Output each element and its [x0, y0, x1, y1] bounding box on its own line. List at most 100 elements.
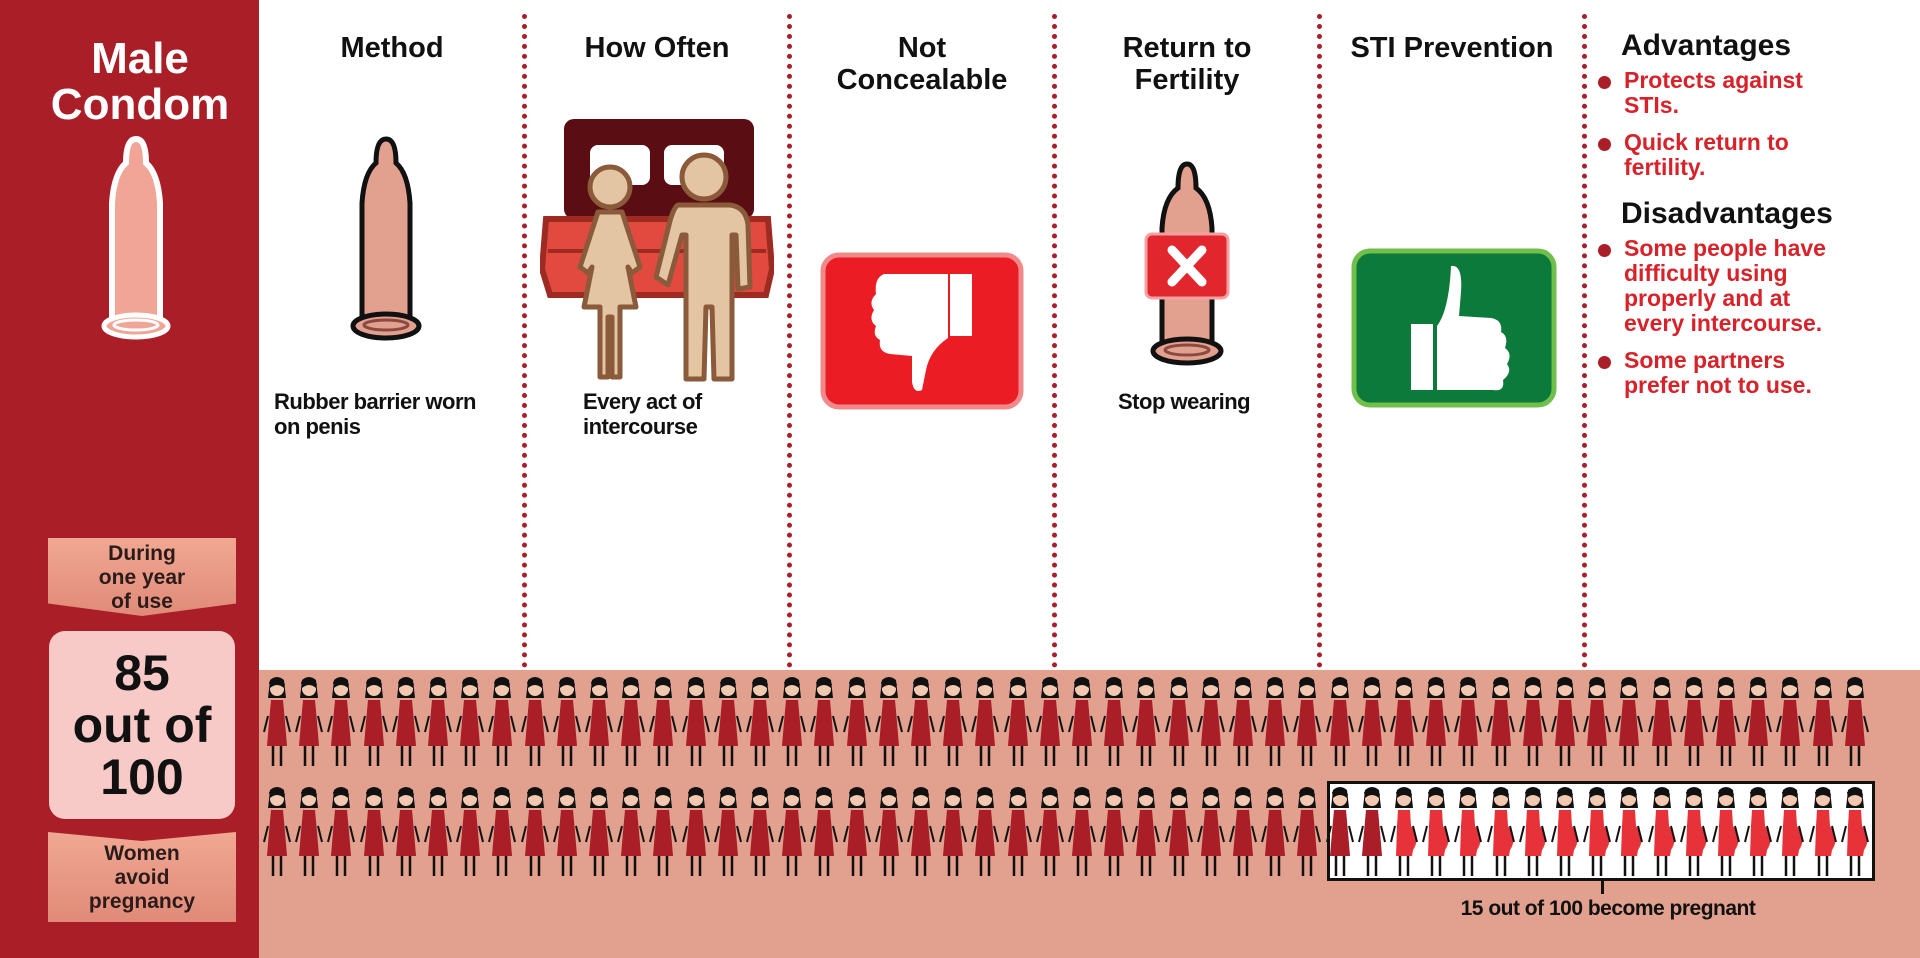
woman-icon [1100, 787, 1129, 876]
pregnant-woman-icon [1518, 787, 1547, 876]
list-item: Quick return to fertility. [1596, 130, 1916, 180]
pregnant-woman-icon [1486, 787, 1515, 876]
caption-line: intercourse [583, 414, 698, 439]
ribbon-line: avoid [114, 866, 170, 889]
woman-icon [263, 677, 291, 766]
pregnant-woman-icon [1808, 787, 1837, 876]
woman-icon [1293, 787, 1322, 876]
caption-line: Every act of [583, 389, 702, 414]
woman-icon [552, 677, 581, 766]
column-divider [1582, 14, 1587, 668]
woman-icon [552, 787, 581, 876]
sti-heading: STI Prevention [1350, 32, 1554, 64]
woman-icon [1196, 787, 1225, 876]
pregnant-woman-icon [1776, 787, 1805, 876]
woman-icon [1679, 677, 1708, 766]
pregnant-woman-icon [1390, 787, 1418, 876]
heading-line: Concealable [836, 64, 1008, 96]
woman-icon [424, 787, 452, 876]
woman-icon [1068, 677, 1096, 766]
woman-icon [1840, 677, 1869, 766]
condom-icon [101, 135, 171, 340]
method-heading: Method [340, 32, 444, 64]
woman-icon [359, 677, 388, 766]
pregnant-woman-icon [1744, 787, 1773, 876]
woman-icon [1035, 677, 1064, 766]
woman-icon [424, 677, 452, 766]
couple-bed-icon [540, 119, 774, 382]
list-item: Some people have difficulty using proper… [1596, 236, 1916, 336]
woman-icon [1615, 677, 1644, 766]
woman-icon [391, 787, 420, 876]
woman-icon [1551, 677, 1579, 766]
woman-icon [1164, 677, 1193, 766]
ribbon-line: of use [111, 590, 173, 613]
woman-icon [1261, 677, 1290, 766]
woman-icon [1003, 787, 1032, 876]
list-item: Protects against STIs. [1596, 68, 1916, 118]
ribbon-line: one year [98, 566, 186, 589]
stat-number: 85 [114, 645, 170, 701]
woman-icon [1357, 677, 1386, 766]
pregnant-woman-icon [1647, 787, 1676, 876]
method-title: Male Condom [0, 36, 280, 128]
woman-icon [617, 677, 646, 766]
woman-icon [1647, 677, 1676, 766]
woman-icon [456, 787, 485, 876]
woman-icon [1003, 677, 1032, 766]
woman-icon [585, 787, 613, 876]
woman-icon [391, 677, 420, 766]
woman-icon [1454, 677, 1483, 766]
woman-icon [842, 787, 871, 876]
woman-icon [1390, 677, 1418, 766]
woman-icon [649, 677, 678, 766]
woman-icon [1261, 787, 1290, 876]
woman-icon [1293, 677, 1322, 766]
woman-icon [295, 677, 324, 766]
condom-icon [350, 136, 422, 341]
woman-icon [263, 787, 291, 876]
woman-icon [1583, 677, 1612, 766]
list-line: prefer not to use. [1624, 372, 1812, 398]
woman-icon [874, 677, 903, 766]
column-divider [787, 14, 792, 668]
pregnant-woman-icon [1422, 787, 1451, 876]
woman-icon [907, 787, 935, 876]
woman-icon [1486, 677, 1515, 766]
pregnant-woman-icon [1712, 787, 1740, 876]
woman-icon [1164, 787, 1193, 876]
effectiveness-stat: 85 out of 100 [49, 631, 235, 819]
stat-mid: out of [72, 697, 212, 753]
effectiveness-top-ribbon: During one year of use [48, 538, 236, 616]
pregnant-woman-icon [1583, 787, 1612, 876]
woman-icon [939, 677, 968, 766]
condom-x-icon [1144, 161, 1230, 366]
woman-icon [681, 787, 710, 876]
effectiveness-bottom-ribbon: Women avoid pregnancy [48, 832, 236, 922]
advantages-heading: Advantages [1621, 29, 1792, 62]
caption-line: on penis [274, 414, 361, 439]
woman-icon [1132, 677, 1161, 766]
ribbon-line: Women [104, 842, 180, 865]
pregnant-woman-icon [1551, 787, 1579, 876]
list-line: every intercourse. [1624, 310, 1823, 336]
woman-icon [1035, 787, 1064, 876]
woman-icon [746, 787, 774, 876]
woman-icon [1712, 677, 1740, 766]
woman-icon [778, 787, 807, 876]
woman-icon [1744, 677, 1773, 766]
caption-line: Rubber barrier worn [274, 389, 476, 414]
list-line: Quick return to [1624, 129, 1789, 155]
woman-icon [295, 787, 324, 876]
list-line: Protects against [1624, 67, 1803, 93]
woman-icon [327, 677, 356, 766]
list-line: properly and at [1624, 285, 1791, 311]
ribbon-line: During [108, 542, 176, 565]
stat-total: 100 [100, 749, 184, 805]
woman-icon [1808, 677, 1837, 766]
woman-icon [907, 677, 935, 766]
pregnant-woman-icon [1840, 787, 1869, 876]
heading-line: Return to [1122, 32, 1252, 64]
column-divider [522, 14, 527, 668]
pregnant-label: 15 out of 100 become pregnant [1460, 897, 1756, 920]
